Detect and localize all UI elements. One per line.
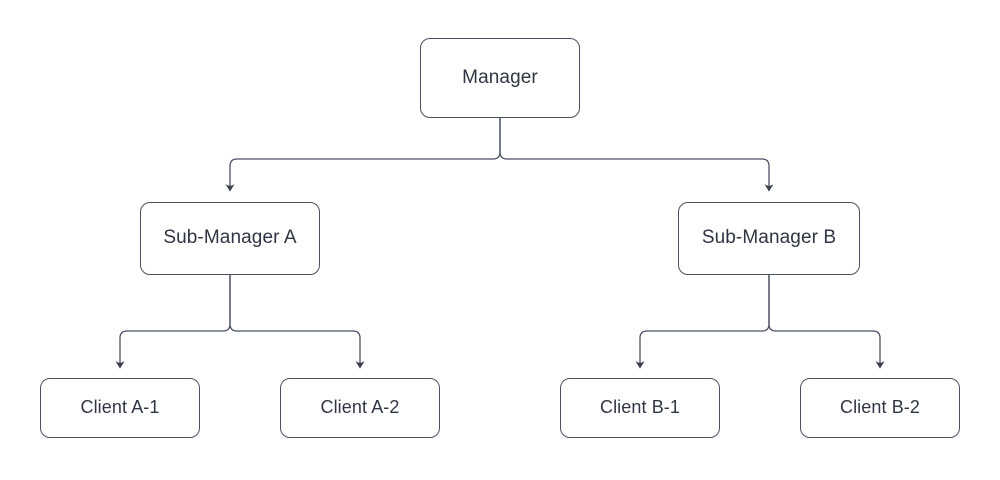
node-sub-manager-a[interactable]: Sub-Manager A	[140, 202, 320, 275]
node-client-b-1[interactable]: Client B-1	[560, 378, 720, 438]
edge-manager-sub-b	[499, 118, 774, 192]
node-client-a-2[interactable]: Client A-2	[280, 378, 440, 438]
edge-manager-sub-a	[225, 118, 501, 192]
node-client-b-1-label: Client B-1	[599, 397, 681, 418]
node-sub-manager-b[interactable]: Sub-Manager B	[678, 202, 860, 275]
node-client-a-2-label: Client A-2	[320, 397, 400, 418]
node-manager[interactable]: Manager	[420, 38, 580, 118]
edge-sub-b-client-b-2	[768, 275, 885, 369]
node-client-a-1[interactable]: Client A-1	[40, 378, 200, 438]
node-client-b-2-label: Client B-2	[839, 397, 921, 418]
node-manager-label: Manager	[462, 66, 538, 88]
node-sub-manager-a-label: Sub-Manager A	[163, 227, 297, 249]
edge-sub-a-client-a-1	[115, 275, 231, 369]
edge-sub-a-client-a-2	[229, 275, 365, 369]
edge-sub-b-client-b-1	[635, 275, 770, 369]
node-sub-manager-b-label: Sub-Manager B	[701, 227, 837, 249]
node-client-b-2[interactable]: Client B-2	[800, 378, 960, 438]
node-client-a-1-label: Client A-1	[80, 397, 160, 418]
